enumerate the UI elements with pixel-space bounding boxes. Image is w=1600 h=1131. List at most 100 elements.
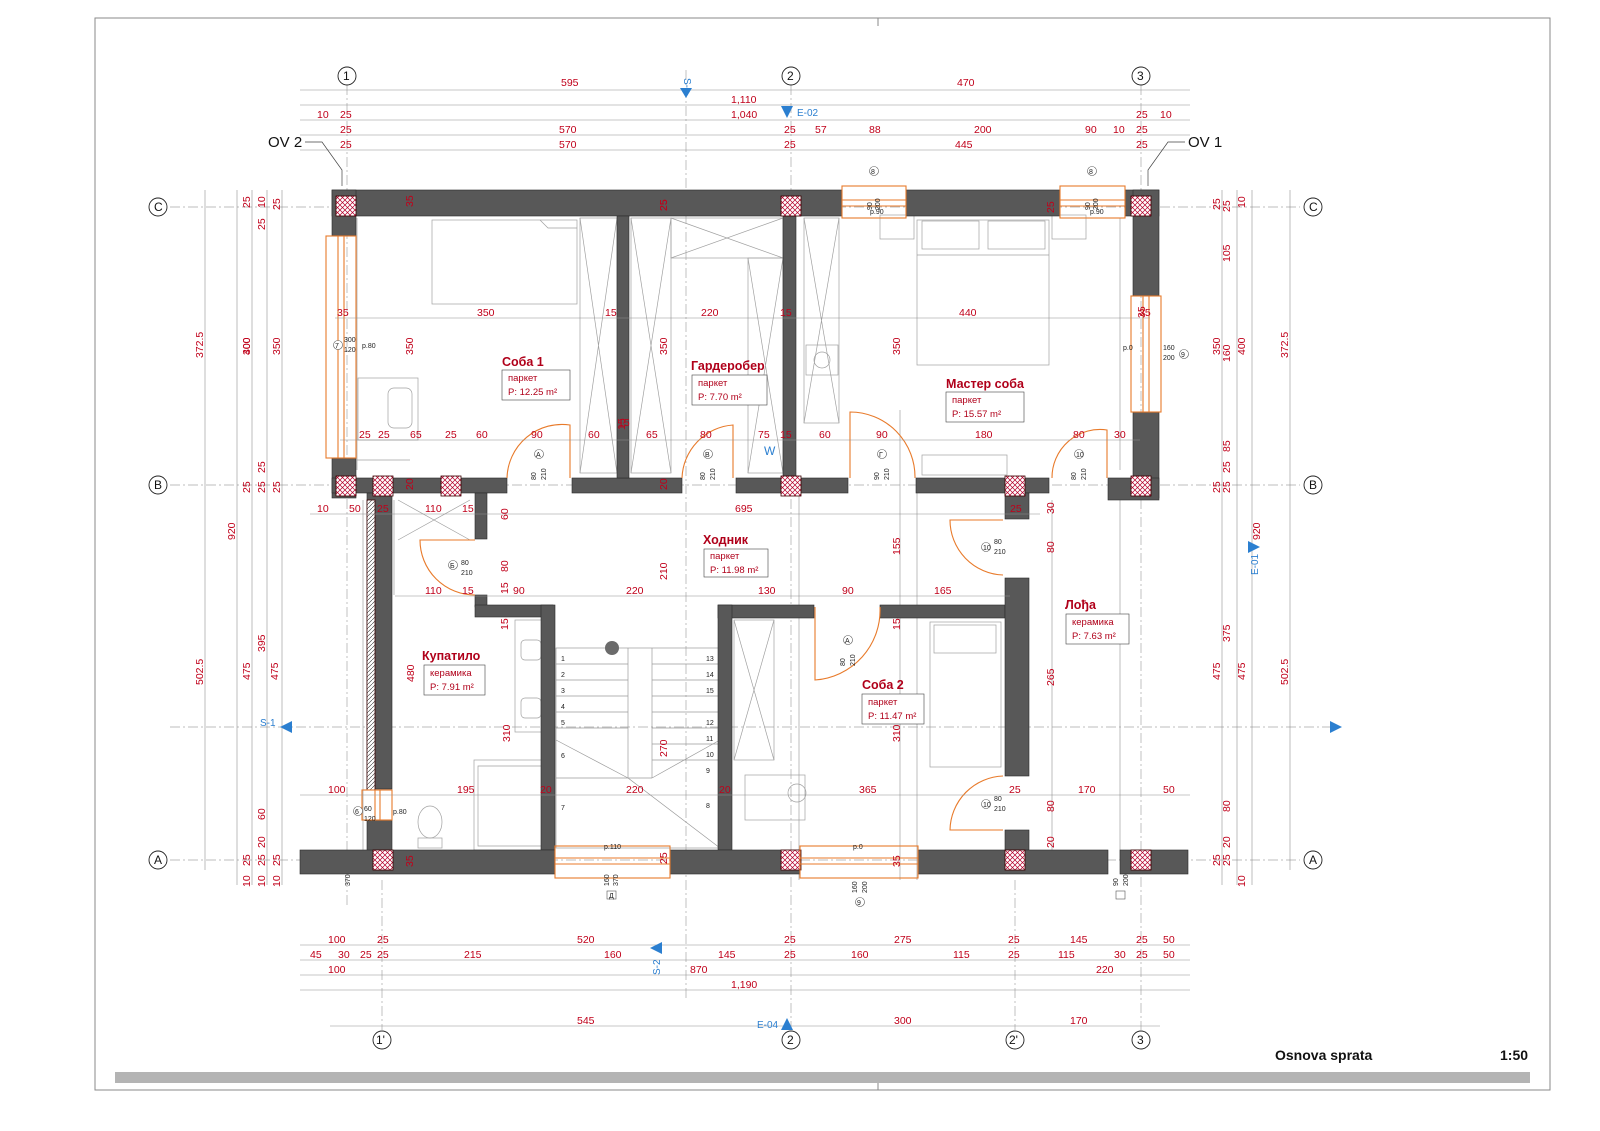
svg-text:20: 20 <box>658 478 670 490</box>
svg-text:5: 5 <box>561 720 565 727</box>
svg-text:P: 12.25 m²: P: 12.25 m² <box>508 387 557 398</box>
svg-text:10: 10 <box>983 545 991 552</box>
svg-text:80: 80 <box>499 560 511 572</box>
svg-text:200: 200 <box>1093 198 1100 210</box>
svg-text:210: 210 <box>541 468 548 480</box>
svg-text:365: 365 <box>859 784 877 796</box>
svg-text:9: 9 <box>706 768 710 775</box>
svg-text:45: 45 <box>310 949 322 961</box>
svg-text:Соба 2: Соба 2 <box>862 678 904 692</box>
svg-text:15: 15 <box>499 582 511 594</box>
svg-text:P: 7.70 m²: P: 7.70 m² <box>698 392 742 403</box>
svg-text:паркет: паркет <box>710 551 740 562</box>
svg-text:265: 265 <box>1045 668 1057 686</box>
room-soba-2: Соба 2 паркет P: 11.47 m² <box>861 678 925 725</box>
svg-text:25: 25 <box>340 139 352 151</box>
svg-text:400: 400 <box>1236 337 1248 355</box>
svg-text:90: 90 <box>513 585 525 597</box>
svg-text:керамика: керамика <box>430 668 472 679</box>
opening-vertical-tags: 80 210 80 210 90 210 80 210 80 210 160 2… <box>345 198 1130 893</box>
svg-text:350: 350 <box>1211 337 1223 355</box>
ov-callouts <box>305 141 1185 186</box>
svg-text:25: 25 <box>359 429 371 441</box>
svg-text:90: 90 <box>1113 878 1120 886</box>
svg-text:25: 25 <box>1136 109 1148 121</box>
svg-text:1: 1 <box>561 656 565 663</box>
svg-text:200: 200 <box>875 198 882 210</box>
svg-text:1': 1' <box>376 1033 385 1047</box>
ov2-label: OV 2 <box>268 134 302 151</box>
svg-text:200: 200 <box>862 881 869 893</box>
svg-text:210: 210 <box>850 654 857 666</box>
svg-text:80: 80 <box>700 429 712 441</box>
svg-text:15: 15 <box>616 418 628 430</box>
svg-text:25: 25 <box>256 481 268 493</box>
svg-text:6: 6 <box>561 753 565 760</box>
svg-text:2: 2 <box>561 672 565 679</box>
svg-text:25: 25 <box>271 198 283 210</box>
svg-text:25: 25 <box>1211 481 1223 493</box>
svg-text:160: 160 <box>604 949 622 961</box>
svg-text:165: 165 <box>934 585 952 597</box>
svg-text:200: 200 <box>1123 874 1130 886</box>
svg-text:220: 220 <box>626 784 644 796</box>
svg-text:210: 210 <box>461 570 473 577</box>
svg-text:310: 310 <box>891 724 903 742</box>
svg-text:25: 25 <box>1010 503 1022 515</box>
svg-text:25: 25 <box>241 481 253 493</box>
svg-text:2: 2 <box>787 69 794 83</box>
svg-text:25: 25 <box>784 949 796 961</box>
svg-text:P: 11.98 m²: P: 11.98 m² <box>710 565 758 576</box>
svg-text:65: 65 <box>646 429 658 441</box>
svg-text:25: 25 <box>658 199 670 211</box>
svg-text:25: 25 <box>1136 934 1148 946</box>
svg-text:300: 300 <box>241 337 253 355</box>
svg-text:10: 10 <box>983 802 991 809</box>
svg-text:Б: Б <box>450 563 455 570</box>
svg-text:7: 7 <box>561 805 565 812</box>
svg-text:120: 120 <box>364 816 376 823</box>
svg-text:80: 80 <box>1073 429 1085 441</box>
svg-text:15: 15 <box>499 618 511 630</box>
svg-text:145: 145 <box>718 949 736 961</box>
svg-text:10: 10 <box>1076 452 1084 459</box>
svg-text:25: 25 <box>256 461 268 473</box>
svg-text:p.90: p.90 <box>870 209 884 216</box>
svg-text:25: 25 <box>340 109 352 121</box>
room-master-soba: Мастер соба паркет P: 15.57 m² <box>945 377 1025 423</box>
svg-text:25: 25 <box>658 852 670 864</box>
sheet-frame <box>94 17 1551 1091</box>
svg-text:20: 20 <box>1221 836 1233 848</box>
room-labels: Соба 1 паркет P: 12.25 m² Гардеробер пар… <box>422 355 1130 725</box>
svg-text:25: 25 <box>241 196 253 208</box>
svg-text:10: 10 <box>1236 196 1248 208</box>
svg-text:520: 520 <box>577 934 595 946</box>
svg-text:10: 10 <box>706 752 714 759</box>
svg-text:90: 90 <box>1085 202 1092 210</box>
openings <box>325 185 1162 879</box>
svg-text:Лођа: Лођа <box>1065 598 1097 612</box>
svg-text:370: 370 <box>613 874 620 886</box>
stair-start-dot <box>605 641 619 655</box>
svg-text:35: 35 <box>1136 306 1148 318</box>
svg-text:25: 25 <box>1009 784 1021 796</box>
svg-text:1: 1 <box>343 69 350 83</box>
svg-text:25: 25 <box>445 429 457 441</box>
svg-text:25: 25 <box>377 934 389 946</box>
svg-text:470: 470 <box>957 77 975 89</box>
svg-text:15: 15 <box>780 429 792 441</box>
svg-text:4: 4 <box>561 704 565 711</box>
svg-text:25: 25 <box>1211 854 1223 866</box>
svg-text:50: 50 <box>1163 949 1175 961</box>
svg-text:паркет: паркет <box>868 697 898 708</box>
svg-text:30: 30 <box>1114 949 1126 961</box>
svg-text:15: 15 <box>780 307 792 319</box>
svg-text:9: 9 <box>857 900 861 907</box>
svg-text:8: 8 <box>871 169 875 176</box>
svg-text:130: 130 <box>758 585 776 597</box>
svg-text:110: 110 <box>425 503 442 515</box>
svg-text:25: 25 <box>241 854 253 866</box>
svg-text:80: 80 <box>1045 541 1057 553</box>
drawing-scale: 1:50 <box>1500 1047 1528 1063</box>
